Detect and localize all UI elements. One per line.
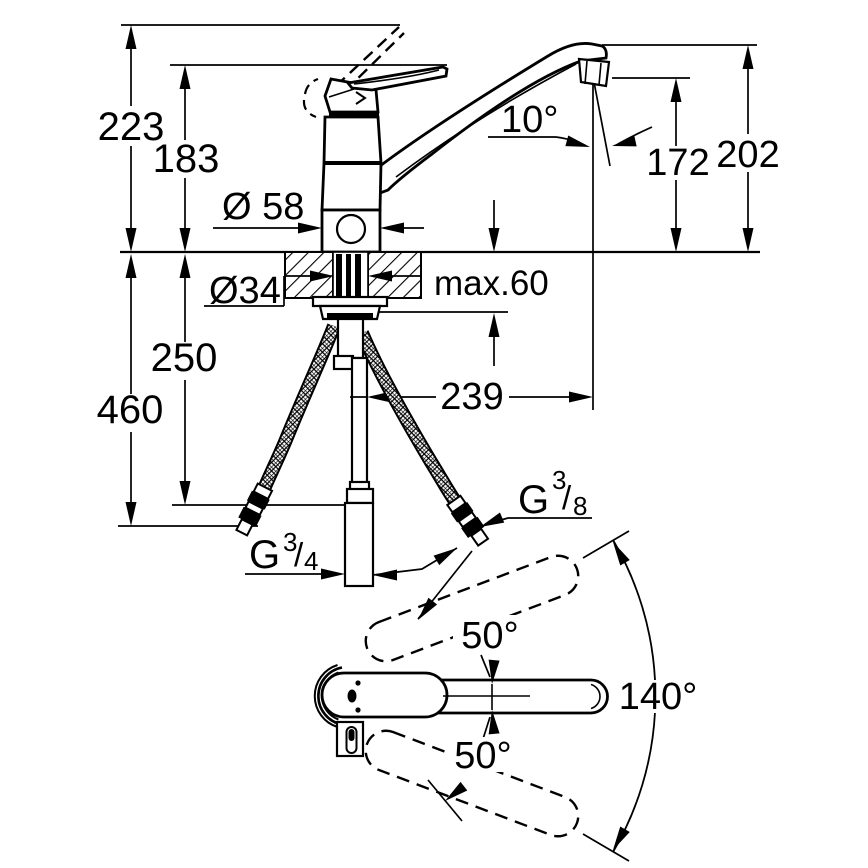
top-view	[313, 554, 609, 838]
dimension-lines-layer	[118, 24, 760, 581]
flexible-hose-right	[355, 330, 493, 549]
dim-outlet-angle: 10°	[501, 99, 558, 141]
dim-depth-hose: 460	[97, 388, 164, 432]
dim-swivel-total: 140°	[619, 676, 698, 718]
supply-tube-upper	[336, 317, 365, 360]
g38-slash: /	[562, 479, 572, 516]
hose-elbow	[332, 354, 355, 371]
g38-numerator: 3	[552, 465, 566, 495]
temperature-indicator-icon	[355, 91, 367, 105]
supply-pipe	[350, 356, 369, 486]
spout-nozzle	[577, 57, 611, 88]
mounting-washer	[311, 295, 389, 308]
spout-inner-contour	[395, 63, 577, 178]
counter-section	[284, 251, 422, 299]
label-layer: 223 183 202 172 10° Ø 58 Ø34 max.60 239 …	[97, 99, 780, 777]
dim-base-diameter: Ø 58	[222, 186, 304, 228]
g34-letter: G	[249, 533, 280, 577]
top-view-annotations	[413, 530, 656, 862]
hose-fitting-left	[231, 481, 275, 539]
top-body-outer-arc	[313, 664, 338, 728]
supply-connector-g34	[343, 501, 375, 588]
dim-swivel-lower: 50°	[454, 735, 511, 777]
flexible-hose-left	[231, 323, 341, 539]
label-thread-g34: G 3 / 4	[249, 527, 318, 577]
dim-height-lever: 183	[153, 137, 220, 181]
dim-spout-reach: 239	[440, 376, 503, 418]
base-circle-detail	[335, 213, 367, 245]
dim-height-outlet: 172	[646, 142, 709, 184]
underdeck-assembly	[231, 295, 493, 588]
overlay-dimension-marks	[204, 270, 420, 398]
side-view-faucet	[302, 26, 611, 254]
dim-hole-diameter: Ø34	[209, 270, 281, 312]
g34-numerator: 3	[283, 527, 297, 557]
hose-fitting-right	[444, 493, 493, 549]
stream-angle-line	[593, 81, 611, 167]
label-thread-g38: G 3 / 8	[518, 465, 587, 522]
top-lever	[320, 671, 449, 719]
fixing-plate	[335, 720, 365, 758]
g38-denominator: 8	[573, 491, 587, 521]
top-indicator-dot	[347, 689, 357, 703]
dim-height-total: 223	[98, 105, 165, 149]
lever-raised-dashed	[302, 26, 405, 119]
g34-slash: /	[294, 536, 304, 573]
dim-depth-supply: 250	[151, 336, 218, 380]
g34-denominator: 4	[304, 546, 318, 576]
dim-height-spout-arc: 202	[716, 134, 779, 176]
dim-swivel-upper: 50°	[461, 615, 518, 657]
spout-swivel-lower-dashed	[364, 729, 580, 838]
supply-flange	[345, 487, 375, 505]
dim-counter-thickness: max.60	[434, 264, 549, 303]
g38-letter: G	[518, 478, 549, 522]
spout-swivel-upper-dashed	[364, 554, 580, 663]
